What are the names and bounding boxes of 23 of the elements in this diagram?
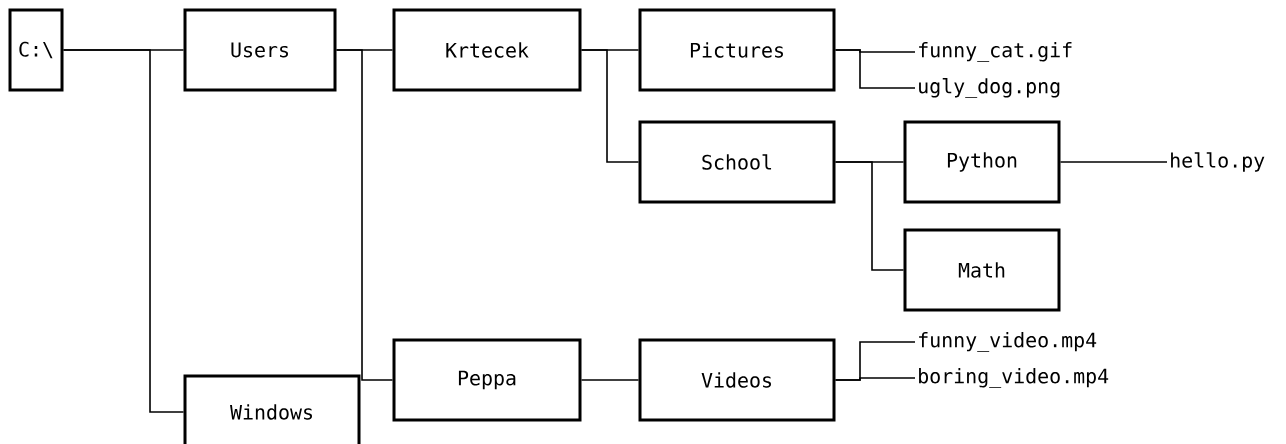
tree-line <box>834 161 905 271</box>
folder-box: Math <box>903 228 1061 312</box>
folder-box: C:\ <box>8 8 64 92</box>
file-name: boring_video.mp4 <box>919 368 1109 388</box>
tree-line <box>1059 161 1168 163</box>
folder-box: Users <box>183 8 337 92</box>
tree-line <box>580 49 640 163</box>
folder-box: Krtecek <box>392 8 582 92</box>
folder-box: Videos <box>638 338 836 422</box>
file-name: ugly_dog.png <box>919 78 1060 98</box>
file-name: funny_video.mp4 <box>919 332 1097 352</box>
tree-line <box>834 377 916 381</box>
folder-box: Pictures <box>638 8 836 92</box>
tree-line <box>834 49 916 89</box>
tree-line <box>62 49 185 413</box>
file-name: hello.py <box>1171 152 1265 172</box>
tree-line <box>580 379 640 381</box>
folder-box: School <box>638 120 836 204</box>
tree-line <box>335 49 394 381</box>
folder-box: Windows <box>183 374 361 444</box>
file-name: funny_cat.gif <box>919 42 1072 62</box>
folder-box: Python <box>903 120 1061 204</box>
folder-box: Peppa <box>392 338 582 422</box>
